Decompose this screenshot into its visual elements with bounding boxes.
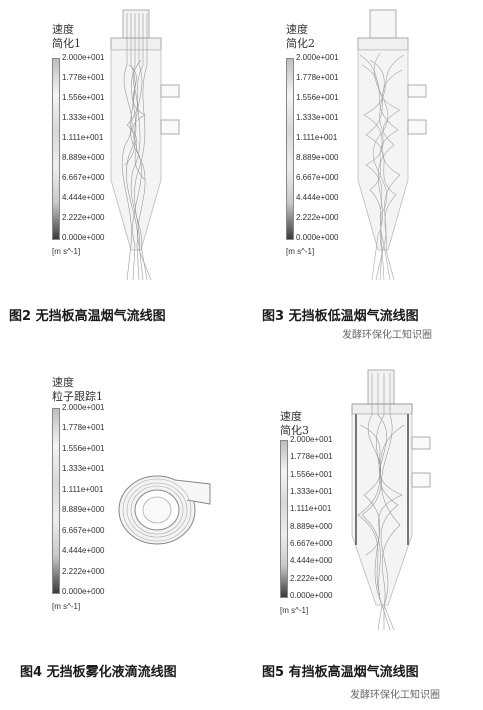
figure-2: 速度 简化1 [m s^-1] 2.000e+001 1.778e+001 1.55…: [0, 0, 240, 340]
legend-tick-label: 2.222e+000: [62, 213, 105, 222]
legend-title-2: 简化1: [52, 37, 81, 50]
legend-tick-label: 6.667e+000: [296, 173, 339, 182]
legend-title-2: 简化3: [280, 424, 309, 437]
legend-tick-label: 2.000e+001: [296, 53, 339, 62]
caption-figure-2: 图2 无挡板高温烟气流线图: [9, 309, 166, 324]
legend-tick-label: 6.667e+000: [290, 539, 333, 548]
figure-4: 速度 粒子跟踪1 [m s^-1] 2.000e+001 1.778e+001 1.…: [0, 360, 240, 640]
legend-tick-label: 1.333e+001: [62, 113, 105, 122]
legend-tick-label: 1.333e+001: [62, 464, 105, 474]
legend-tick-label: 1.556e+001: [62, 93, 105, 102]
legend-tick-label: 1.778e+001: [62, 73, 105, 82]
cyclone-streamline-render: [357, 9, 427, 281]
watermark: 发酵环保化工知识圈: [350, 690, 440, 701]
color-bar: [286, 58, 294, 240]
legend-tick-label: 0.000e+000: [62, 233, 105, 242]
caption-figure-4: 图4 无挡板雾化液滴流线图: [20, 665, 177, 680]
legend-title-1: 速度: [52, 376, 74, 389]
legend-tick-label: 2.000e+001: [62, 53, 105, 62]
legend-tick-label: 8.889e+000: [296, 153, 339, 162]
legend-tick-label: 4.444e+000: [296, 193, 339, 202]
legend-tick-label: 1.333e+001: [296, 113, 339, 122]
legend-tick-label: 2.222e+000: [290, 573, 333, 583]
legend-tick-label: 8.889e+000: [62, 505, 105, 515]
streamlines: [357, 373, 405, 631]
caption-figure-3: 图3 无挡板低温烟气流线图: [262, 309, 419, 324]
color-bar: [52, 58, 60, 240]
legend-tick-label: 1.778e+001: [296, 73, 339, 82]
legend-tick-label: 1.111e+001: [62, 133, 104, 142]
caption-figure-5: 图5 有挡板高温烟气流线图: [262, 665, 419, 680]
legend-tick-label: 8.889e+000: [290, 521, 333, 531]
legend-tick-label: 4.444e+000: [290, 556, 333, 566]
legend-tick-label: 4.444e+000: [62, 546, 105, 556]
legend-tick-label: 1.333e+001: [290, 487, 333, 496]
color-bar: [52, 408, 60, 594]
legend-tick-label: 0.000e+000: [62, 587, 105, 596]
watermark: 发酵环保化工知识圈: [342, 330, 432, 341]
legend-tick-label: 4.444e+000: [62, 193, 105, 202]
legend-title-1: 速度: [280, 410, 302, 423]
legend-tick-label: 2.000e+001: [290, 435, 333, 444]
unit-label: [m s^-1]: [52, 602, 81, 611]
legend-tick-label: 1.556e+001: [296, 93, 339, 102]
legend-title-2: 简化2: [286, 37, 315, 50]
legend-tick-label: 1.778e+001: [290, 452, 333, 462]
legend-tick-label: 2.000e+001: [62, 403, 105, 412]
legend-tick-label: 1.111e+001: [62, 484, 104, 494]
legend-tick-label: 6.667e+000: [62, 173, 105, 182]
legend-title-1: 速度: [286, 23, 308, 36]
legend-tick-label: 0.000e+000: [290, 591, 333, 600]
legend-title-2: 粒子跟踪1: [52, 390, 103, 403]
legend-tick-label: 2.222e+000: [62, 566, 105, 576]
cyclone-streamline-render: [351, 369, 431, 631]
streamlines: [359, 52, 405, 281]
legend-tick-label: 1.111e+001: [290, 504, 332, 514]
streamlines: [121, 13, 152, 281]
legend-tick-label: 1.556e+001: [62, 443, 105, 453]
legend-tick-label: 1.778e+001: [62, 423, 105, 433]
legend-tick-label: 1.556e+001: [290, 469, 333, 479]
legend-tick-label: 8.889e+000: [62, 153, 105, 162]
unit-label: [m s^-1]: [280, 606, 309, 615]
figure-3: 速度 简化2 [m s^-1] 2.000e+001 1.778e+001 1.55…: [240, 0, 483, 340]
unit-label: [m s^-1]: [286, 247, 315, 256]
cyclone-streamline-render: [110, 9, 180, 281]
legend-tick-label: 0.000e+000: [296, 233, 339, 242]
color-bar: [280, 440, 288, 598]
figure-5: 速度 简化3 [m s^-1] 2.000e+001 1.778e+001 1.55…: [240, 360, 483, 640]
droplet-track-render: [118, 475, 211, 545]
legend-tick-label: 2.222e+000: [296, 213, 339, 222]
unit-label: [m s^-1]: [52, 247, 81, 256]
legend-tick-label: 6.667e+000: [62, 525, 105, 535]
legend-tick-label: 1.111e+001: [296, 133, 338, 142]
legend-title-1: 速度: [52, 23, 74, 36]
